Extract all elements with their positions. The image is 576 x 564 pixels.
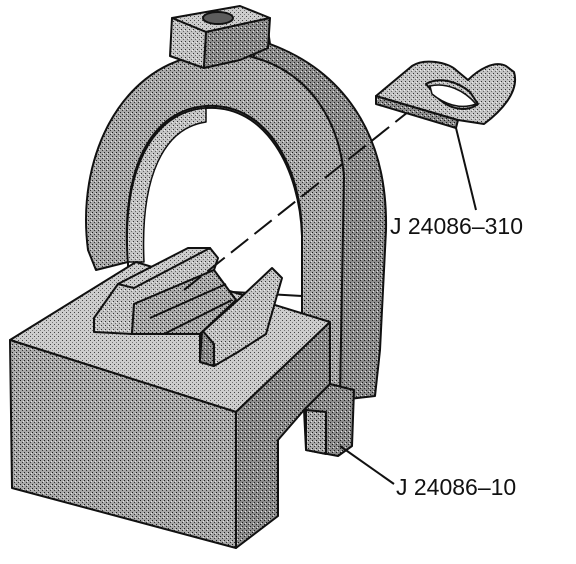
saddle-left-top bbox=[117, 247, 211, 289]
saddle-groove-2 bbox=[163, 299, 233, 335]
leader-lines bbox=[339, 127, 477, 485]
horseshoe-shim bbox=[375, 60, 517, 129]
shim-slot bbox=[429, 84, 477, 108]
saddle-groove-1 bbox=[149, 283, 227, 319]
base-rear-leg-face bbox=[305, 409, 327, 455]
yoke-arch bbox=[85, 29, 388, 401]
base-side-face bbox=[235, 321, 331, 549]
shim-callout-label: J 24086–310 bbox=[390, 213, 523, 239]
yoke-arch-inner-edge bbox=[126, 107, 207, 263]
base-block bbox=[9, 261, 355, 549]
threaded-boss bbox=[169, 5, 271, 69]
boss-side-face bbox=[203, 17, 271, 69]
saddle-right-face bbox=[199, 329, 215, 367]
fixture-leader-line bbox=[339, 445, 395, 485]
boss-bore-hole bbox=[202, 11, 234, 25]
shim-leader-line bbox=[455, 127, 477, 211]
assembly-axis-line bbox=[183, 111, 409, 291]
saddle-blocks bbox=[93, 247, 283, 367]
fixture-callout-label: J 24086–10 bbox=[396, 474, 516, 500]
